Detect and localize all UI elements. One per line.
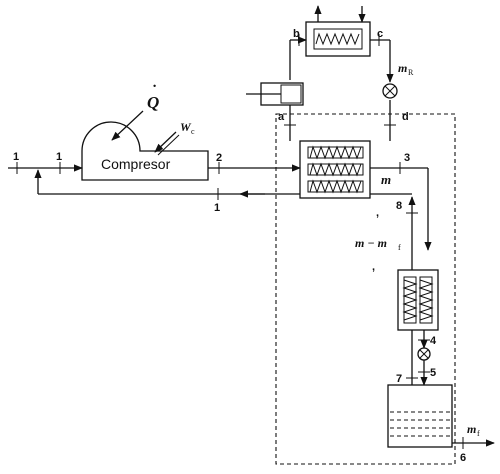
return-flow-sub: f xyxy=(398,243,401,252)
return-line: 1 xyxy=(34,169,300,214)
compressor-outlet-line: 2 xyxy=(208,152,301,174)
work-sub: c xyxy=(191,127,195,136)
liquid-separator xyxy=(387,384,453,448)
liquid-outlet: 6 m f xyxy=(452,422,495,464)
state-1-compressor: 1 xyxy=(56,151,62,163)
main-flow-symbol: m xyxy=(381,172,391,187)
compressor: Compresor xyxy=(81,121,209,181)
state-6: 6 xyxy=(460,452,466,464)
heat-dot: ˙ xyxy=(151,83,156,100)
state-8-line: 8 m − m f , xyxy=(355,193,418,273)
state-c: c xyxy=(377,28,383,40)
return-flow-symbol: m − m xyxy=(355,236,387,250)
state-8: 8 xyxy=(396,200,402,212)
state-4: 4 xyxy=(430,335,437,347)
state-1-inlet: 1 xyxy=(13,151,19,163)
state-5: 5 xyxy=(430,367,436,379)
state-2: 2 xyxy=(216,152,222,164)
work-arrow: W c xyxy=(154,120,195,156)
compressor-label: Compresor xyxy=(101,156,171,172)
state-7: 7 xyxy=(396,373,402,385)
refrigerant-valve: m R xyxy=(382,61,414,99)
state-3-line: 3 m , xyxy=(370,152,432,251)
heat-arrow: Q ˙ xyxy=(111,83,159,141)
main-heat-exchanger xyxy=(299,140,371,199)
state-a: a xyxy=(278,111,285,123)
refrigerant-loop: a b c d xyxy=(278,28,409,141)
liquid-line: 4 5 xyxy=(417,330,437,386)
refrigerant-flow-sub: R xyxy=(408,68,414,77)
liquid-flow-symbol: m xyxy=(467,422,476,436)
vapour-return: 7 xyxy=(396,330,418,385)
condenser xyxy=(305,5,371,57)
state-1-return: 1 xyxy=(214,202,220,214)
second-heat-exchanger xyxy=(397,269,439,331)
work-symbol: W xyxy=(180,120,192,134)
mark-1: , xyxy=(376,207,379,219)
refrigerant-flow-symbol: m xyxy=(398,61,407,75)
mark-2: , xyxy=(372,261,375,273)
heat-symbol: Q xyxy=(147,93,159,112)
control-volume-boundary xyxy=(275,113,456,465)
liquid-flow-sub: f xyxy=(477,429,480,438)
state-b: b xyxy=(293,28,300,40)
state-d: d xyxy=(402,111,409,123)
inlet-line: 1 1 xyxy=(8,151,83,174)
refrigerant-compressor xyxy=(246,82,304,106)
state-3: 3 xyxy=(404,152,410,164)
